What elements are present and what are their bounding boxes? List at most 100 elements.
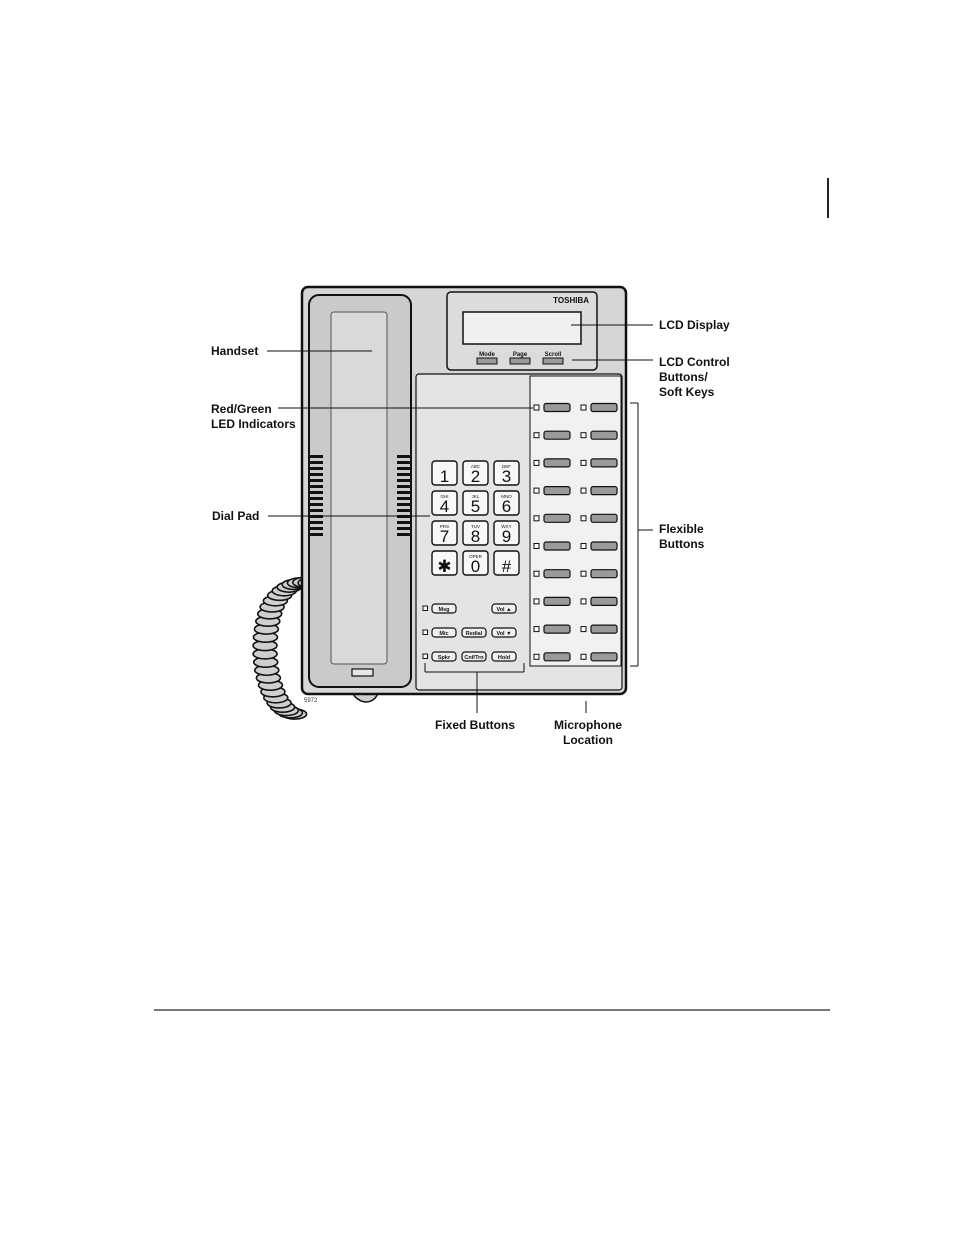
- fixed-button: [431, 603, 457, 614]
- fixed-button-label: Spkr: [438, 655, 451, 661]
- flexible-led: [533, 653, 540, 660]
- vent-slot-right: [397, 491, 410, 494]
- fixed-button-label: Hold: [498, 655, 510, 661]
- vent-slot-right: [397, 497, 410, 500]
- flexible-led: [580, 598, 587, 605]
- vent-slot-right: [397, 509, 410, 512]
- callout-lcd-display: LCD Display: [659, 318, 730, 332]
- soft-key-button: [542, 357, 564, 365]
- dial-key: [493, 490, 520, 516]
- fixed-button: [431, 627, 457, 638]
- handset-vents: [310, 455, 410, 536]
- flexible-button: [543, 624, 571, 634]
- flexible-button: [590, 458, 618, 468]
- soft-key-label: Mode: [479, 352, 495, 358]
- flexible-button: [543, 541, 571, 551]
- flexible-led: [533, 543, 540, 549]
- vent-slot-left: [310, 461, 323, 464]
- fixed-led: [422, 653, 428, 659]
- flexible-led: [533, 432, 540, 439]
- vent-slot-left: [310, 509, 323, 512]
- dial-key: [462, 520, 489, 546]
- dial-key-digit: 3: [502, 467, 511, 486]
- fixed-button-label: Vol ▼: [496, 631, 511, 637]
- flexible-led: [580, 487, 587, 494]
- flexible-button: [543, 486, 571, 496]
- dial-key-digit: 5: [471, 497, 480, 516]
- vent-slot-right: [397, 455, 410, 458]
- flexible-led: [533, 570, 540, 577]
- flexible-button: [543, 458, 571, 468]
- vent-slot-right: [397, 485, 410, 488]
- flexible-led: [533, 598, 540, 605]
- fixed-button: [491, 651, 517, 662]
- flexible-led: [580, 626, 587, 633]
- fixed-button: [461, 651, 487, 662]
- dial-key: [493, 550, 520, 576]
- flexible-button: [590, 541, 618, 551]
- dial-key-letters: MNO: [501, 494, 512, 499]
- dial-key-digit: 2: [471, 467, 480, 486]
- footer-rule: [154, 1009, 830, 1011]
- flexible-button: [543, 430, 571, 440]
- vent-slot-right: [397, 521, 410, 524]
- flexible-led: [580, 459, 587, 466]
- flexible-led: [580, 404, 587, 411]
- flexible-led: [580, 515, 587, 522]
- soft-key-button: [509, 357, 531, 365]
- dial-key: [431, 520, 458, 546]
- dial-key-letters: WXY: [501, 524, 511, 529]
- flexible-button: [590, 596, 618, 607]
- dial-key-digit: 4: [440, 497, 449, 516]
- dial-key-letters: ABC: [471, 464, 481, 469]
- flexible-led: [580, 432, 587, 439]
- handset-grip: [330, 311, 388, 665]
- callout-fixed-buttons: Fixed Buttons: [435, 718, 515, 732]
- flexible-button: [543, 596, 571, 607]
- flexible-led: [533, 404, 540, 411]
- flexible-button: [590, 402, 618, 413]
- flexible-button: [543, 569, 571, 579]
- soft-key-label: Page: [513, 352, 528, 358]
- callout-handset: Handset: [211, 344, 259, 358]
- vent-slot-left: [310, 503, 323, 506]
- dial-key: [431, 490, 458, 516]
- flexible-led: [580, 653, 587, 660]
- dial-key: [462, 550, 489, 576]
- dial-key-digit: 8: [471, 527, 480, 546]
- dial-key-digit: 6: [502, 497, 511, 516]
- dial-key-letters: JKL: [472, 494, 480, 499]
- callout-dial-pad: Dial Pad: [212, 509, 260, 523]
- soft-key-button: [476, 357, 498, 365]
- dial-key: [462, 490, 489, 516]
- vent-slot-left: [310, 521, 323, 524]
- dial-key-digit: 7: [440, 527, 449, 546]
- vent-slot-left: [310, 527, 323, 530]
- flexible-button: [590, 486, 618, 496]
- vent-slot-left: [310, 455, 323, 458]
- flexible-button: [590, 430, 618, 440]
- dial-key-letters: PRS: [440, 524, 449, 529]
- dial-key-digit: #: [502, 557, 512, 576]
- fixed-button: [491, 627, 517, 638]
- fixed-button: [491, 603, 517, 614]
- dial-key-digit: 1: [440, 467, 449, 486]
- callout-leader-lines: [267, 324, 653, 713]
- vent-slot-right: [397, 461, 410, 464]
- vent-slot-left: [310, 467, 323, 470]
- fixed-button-label: Msg: [439, 607, 450, 613]
- vent-slot-right: [397, 503, 410, 506]
- flexible-button: [543, 513, 571, 523]
- vent-slot-right: [397, 533, 410, 536]
- fixed-button-label: Mic: [439, 631, 448, 637]
- vent-slot-left: [310, 485, 323, 488]
- lcd-display: [462, 311, 582, 345]
- fixed-button-label: Redial: [466, 631, 483, 637]
- figure-id: 5972: [304, 698, 318, 704]
- dial-key-digit: ✱: [437, 557, 451, 576]
- brand-logo: TOSHIBA: [553, 296, 589, 305]
